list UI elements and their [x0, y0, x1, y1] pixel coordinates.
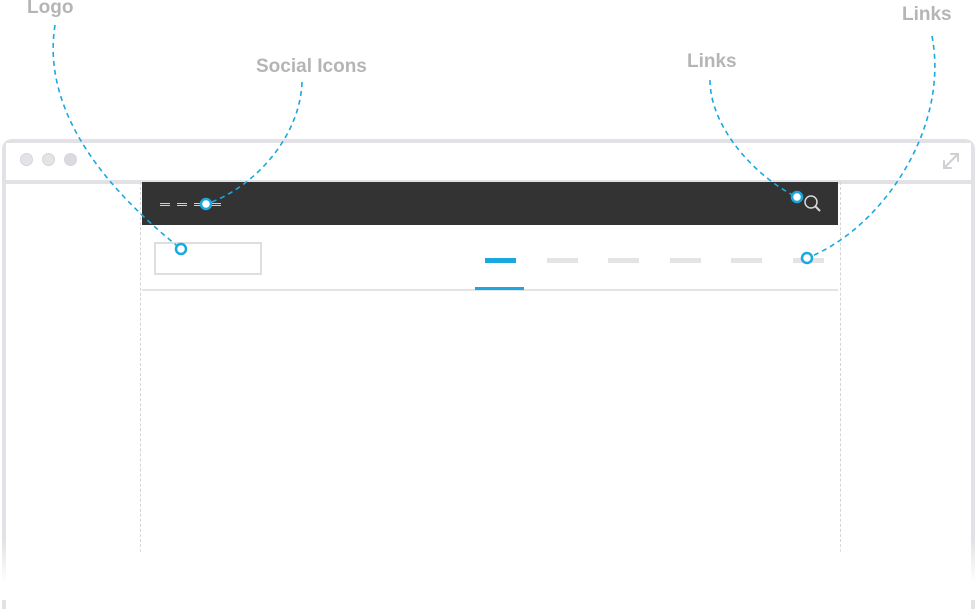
- page-content-frame: [140, 182, 841, 552]
- social-icon[interactable]: [194, 203, 204, 206]
- callout-label-logo: Logo: [27, 0, 74, 18]
- site-topbar: [142, 182, 838, 225]
- browser-titlebar: [6, 143, 971, 184]
- callout-label-links-top: Links: [687, 51, 737, 72]
- search-icon[interactable]: [803, 194, 823, 214]
- nav-link[interactable]: [670, 258, 701, 263]
- nav-link[interactable]: [731, 258, 762, 263]
- window-close-dot[interactable]: [20, 153, 33, 166]
- social-icon[interactable]: [211, 203, 221, 206]
- window-maximize-dot[interactable]: [64, 153, 77, 166]
- logo-placeholder[interactable]: [154, 242, 262, 275]
- callout-label-social-icons: Social Icons: [256, 56, 367, 77]
- window-minimize-dot[interactable]: [42, 153, 55, 166]
- social-icon[interactable]: [177, 203, 187, 206]
- nav-active-underline: [475, 287, 524, 290]
- expand-icon[interactable]: [941, 151, 961, 171]
- nav-link[interactable]: [793, 258, 824, 263]
- nav-link[interactable]: [608, 258, 639, 263]
- site-header: [142, 225, 838, 291]
- bottom-fade: [0, 540, 980, 600]
- callout-label-links-nav: Links: [902, 4, 952, 25]
- social-icon[interactable]: [160, 203, 170, 206]
- nav-link-active[interactable]: [485, 258, 516, 263]
- nav-link[interactable]: [547, 258, 578, 263]
